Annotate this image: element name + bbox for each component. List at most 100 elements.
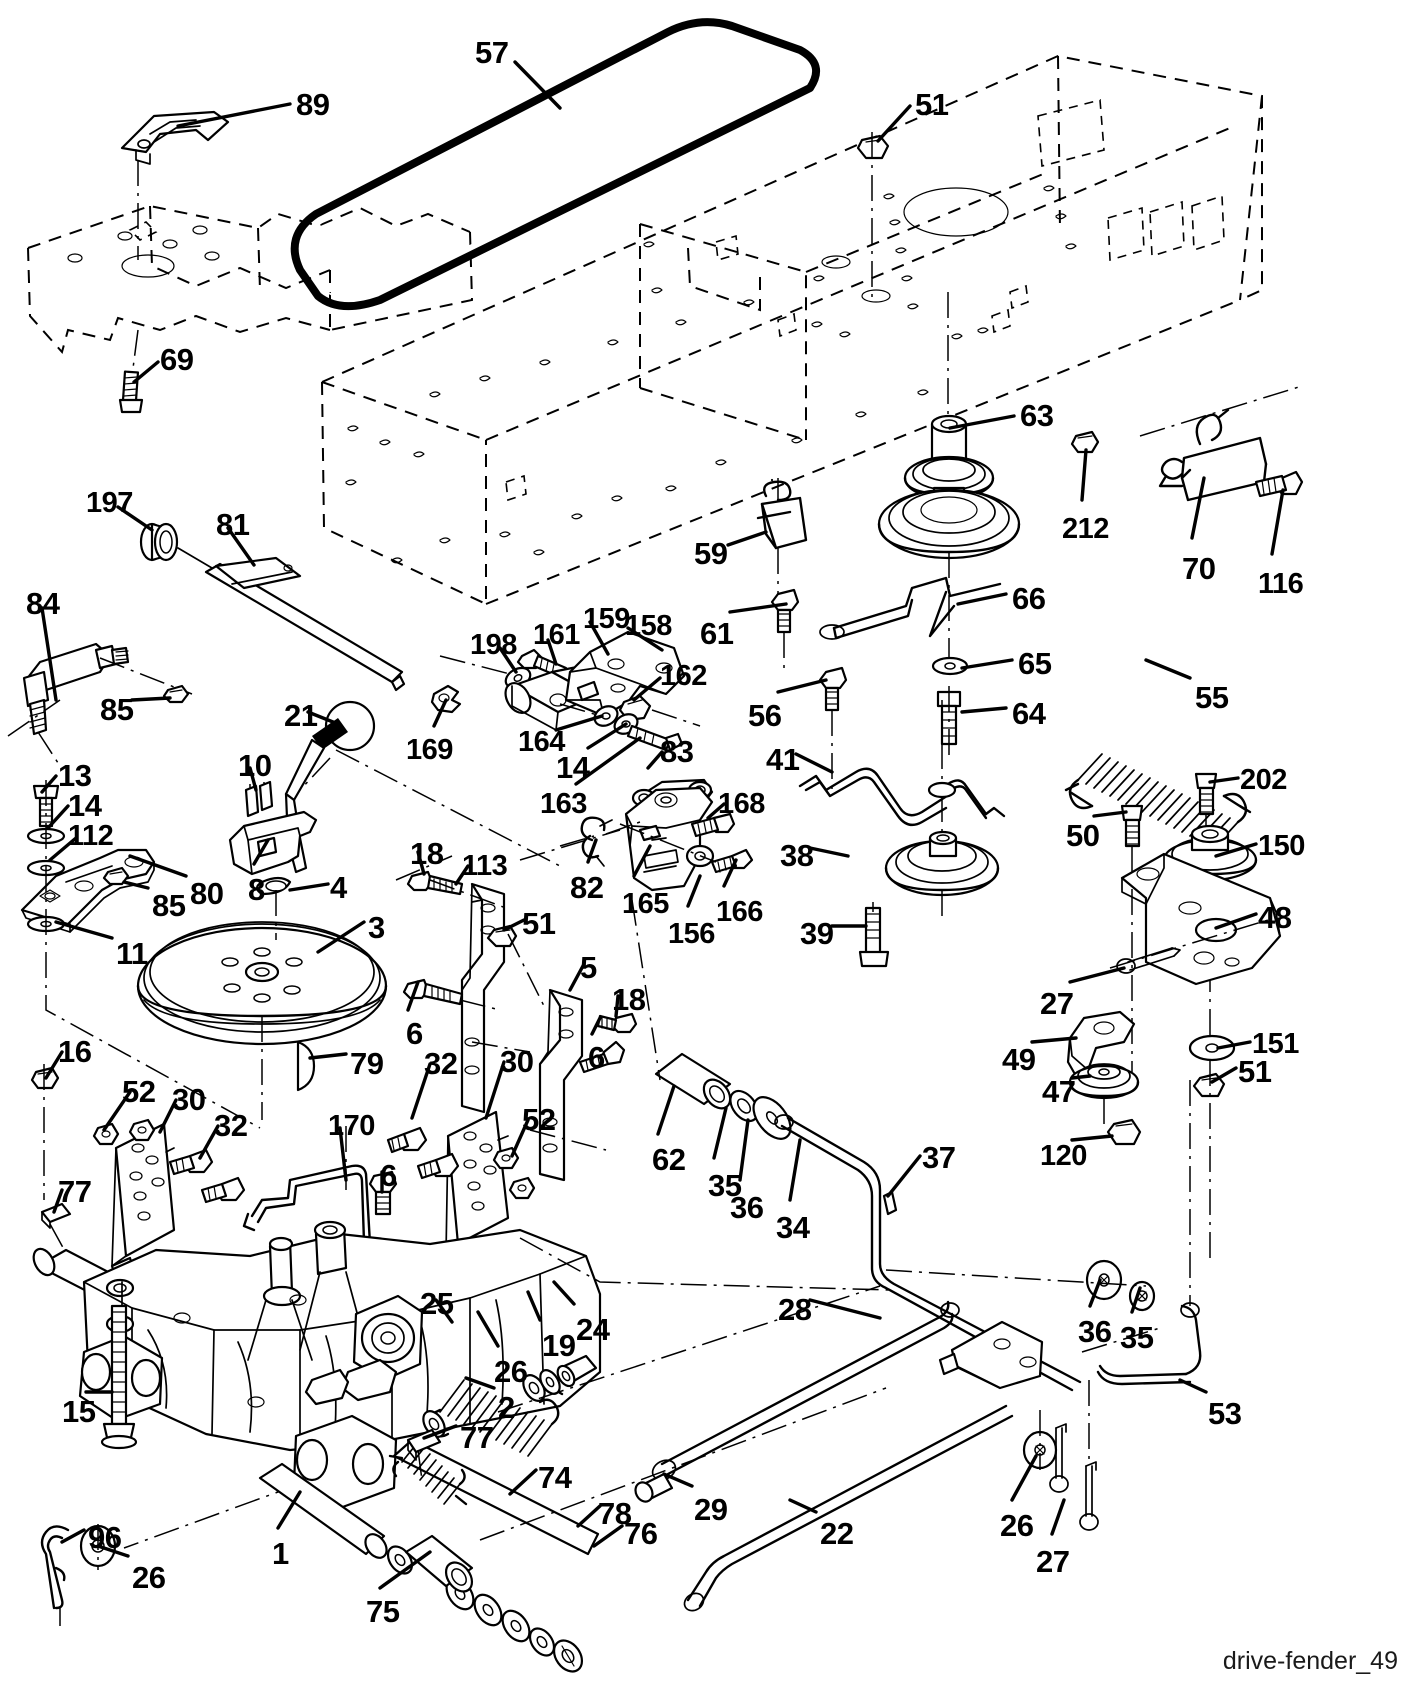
callout-112: 112 xyxy=(68,820,114,852)
callout-85a: 85 xyxy=(100,692,134,727)
callout-198: 198 xyxy=(470,629,517,661)
callout-202: 202 xyxy=(1240,764,1287,796)
part-37-pin xyxy=(882,1190,898,1216)
callout-29: 29 xyxy=(694,1492,728,1527)
part-41-rod-lever xyxy=(798,700,1006,840)
callout-32b: 32 xyxy=(214,1108,248,1143)
callout-6c: 6 xyxy=(380,1158,397,1193)
callout-52b: 52 xyxy=(522,1102,556,1137)
part-65-washer xyxy=(931,656,969,676)
callout-77b: 77 xyxy=(460,1420,494,1455)
part-81-shift-rod xyxy=(177,547,406,692)
part-32b-bolts xyxy=(386,1126,460,1180)
part-34-brake-rod xyxy=(774,1114,1082,1392)
part-27a-cotter-pin xyxy=(1116,947,1181,974)
callout-62: 62 xyxy=(652,1142,686,1177)
callout-56: 56 xyxy=(748,698,782,733)
callout-35a: 35 xyxy=(708,1168,742,1203)
callout-51b: 51 xyxy=(522,906,556,941)
part-15-bolt xyxy=(100,1304,138,1450)
callout-34: 34 xyxy=(776,1210,810,1245)
callout-47: 47 xyxy=(1042,1074,1076,1109)
callout-5: 5 xyxy=(580,950,597,985)
part-36b-washer xyxy=(1085,1259,1123,1301)
callout-27a: 27 xyxy=(1040,986,1074,1021)
part-64-bolt xyxy=(936,686,962,760)
part-50-bolt xyxy=(1120,804,1144,1072)
part-116-bolt xyxy=(1254,470,1304,498)
part-61-bolt xyxy=(770,588,800,670)
brake-arm-bracket xyxy=(938,1320,1044,1390)
part-79-woodruff-key xyxy=(296,1040,316,1092)
part-74-bushing xyxy=(404,1534,474,1593)
callout-11: 11 xyxy=(116,936,148,971)
part-18b-bolt xyxy=(596,1012,638,1034)
part-76-nut xyxy=(552,1639,584,1673)
callout-156: 156 xyxy=(668,918,715,950)
part-165-idler-bracket xyxy=(624,786,714,892)
callout-75: 75 xyxy=(366,1594,400,1629)
part-56-bolt xyxy=(818,666,848,790)
callout-168: 168 xyxy=(718,788,765,820)
callout-38: 38 xyxy=(780,838,814,873)
callout-82: 82 xyxy=(570,870,604,905)
part-78-washer xyxy=(528,1627,556,1657)
callout-8: 8 xyxy=(248,872,265,907)
callout-89: 89 xyxy=(296,87,330,122)
callout-35b: 35 xyxy=(1120,1320,1154,1355)
callout-6a: 6 xyxy=(406,1016,423,1051)
callout-10: 10 xyxy=(238,748,272,783)
callout-28: 28 xyxy=(778,1292,812,1327)
part-32a-bolts xyxy=(168,1148,246,1204)
callout-14a: 14 xyxy=(68,788,102,823)
part-53-rod xyxy=(1096,1080,1202,1386)
part-55-extension-spring xyxy=(1064,753,1252,849)
phantom-chassis-frame xyxy=(321,54,1263,606)
callout-6b: 6 xyxy=(588,1040,605,1075)
callout-158: 158 xyxy=(625,610,672,642)
callout-63: 63 xyxy=(1020,398,1054,433)
callout-96: 96 xyxy=(88,1520,122,1555)
part-16-nut xyxy=(30,1064,60,1200)
callout-197: 197 xyxy=(86,487,133,519)
callout-64: 64 xyxy=(1012,696,1046,731)
callout-16: 16 xyxy=(58,1034,92,1069)
callout-164: 164 xyxy=(518,726,565,758)
callout-32a: 32 xyxy=(424,1046,458,1081)
callout-36a: 36 xyxy=(730,1190,764,1225)
callout-79: 79 xyxy=(350,1046,384,1081)
part-85a-nut xyxy=(162,684,190,704)
callout-151: 151 xyxy=(1252,1028,1299,1060)
part-3-drive-pulley xyxy=(136,890,388,1120)
part-27b-cotter-pins xyxy=(1049,1380,1099,1531)
part-19-washer xyxy=(539,1369,561,1395)
callout-30b: 30 xyxy=(500,1044,534,1079)
callout-55: 55 xyxy=(1195,680,1229,715)
part-52a-bolts xyxy=(92,1118,156,1146)
callout-18a: 18 xyxy=(410,836,444,871)
part-22-rod xyxy=(683,1404,1014,1612)
callout-4: 4 xyxy=(330,870,347,905)
part-52b-bolts xyxy=(492,1146,536,1200)
callout-22: 22 xyxy=(820,1516,854,1551)
callout-69: 69 xyxy=(160,342,194,377)
part-51a-locknut xyxy=(856,132,890,300)
part-62-spacer-tube xyxy=(654,1052,732,1110)
callout-162: 162 xyxy=(660,660,707,692)
callout-85b: 85 xyxy=(152,888,186,923)
part-18a-bolt xyxy=(406,870,464,896)
callout-25: 25 xyxy=(420,1286,454,1321)
callout-83: 83 xyxy=(660,734,694,769)
callout-52a: 52 xyxy=(122,1074,156,1109)
part-26c-washer xyxy=(1022,1410,1058,1470)
part-10-roll-pins xyxy=(244,780,274,818)
part-202-bolt xyxy=(1194,772,1218,844)
callout-84: 84 xyxy=(26,586,60,621)
callout-1: 1 xyxy=(272,1536,289,1571)
callout-14b: 14 xyxy=(556,750,590,785)
callout-19: 19 xyxy=(542,1328,576,1363)
callout-49: 49 xyxy=(1002,1042,1036,1077)
callout-57: 57 xyxy=(475,35,509,70)
part-151-washer xyxy=(1188,1034,1236,1062)
